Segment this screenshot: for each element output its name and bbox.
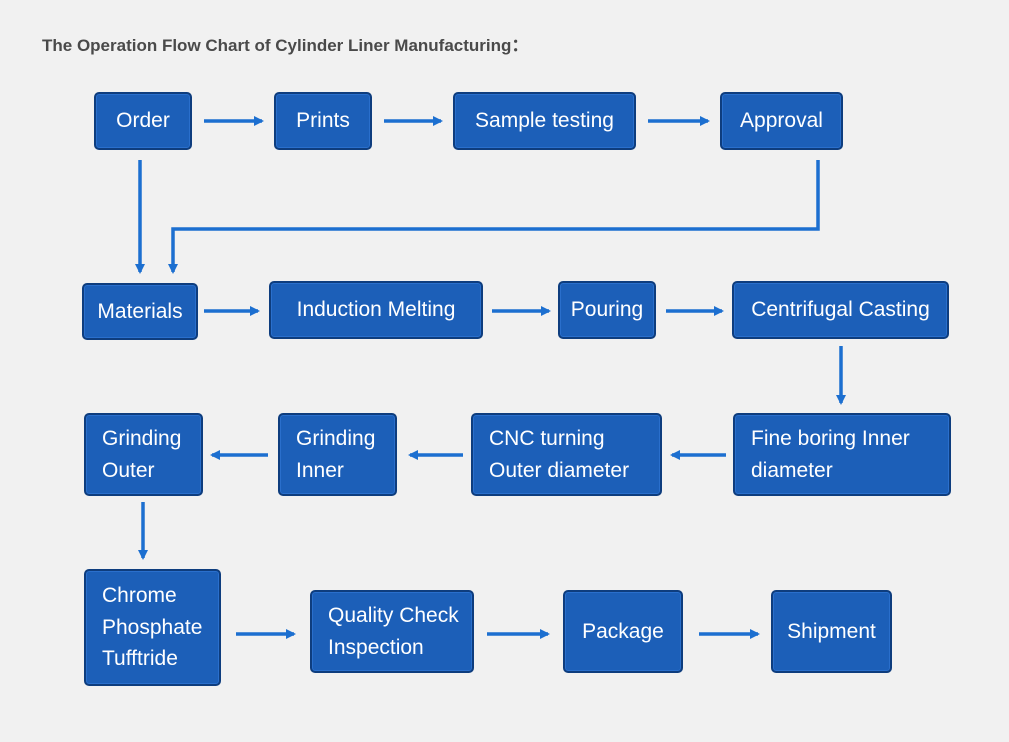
step-package: Package: [563, 590, 683, 673]
step-package-label: Package: [582, 619, 664, 643]
step-materials-label: Materials: [97, 299, 183, 323]
step-prints-label: Prints: [296, 109, 350, 133]
step-pouring: Pouring: [558, 281, 656, 339]
arrow-approval-to-materials: [168, 160, 820, 274]
step-sample-testing-label: Sample testing: [475, 109, 614, 133]
step-induction-melting-label: Induction Melting: [296, 298, 456, 322]
page-title: The Operation Flow Chart of Cylinder Lin…: [42, 36, 529, 55]
step-chrome-label: Chrome Phosphate Tufftride: [102, 584, 203, 671]
step-order-label: Order: [116, 109, 170, 133]
step-centrifugal-casting-label: Centrifugal Casting: [751, 298, 930, 322]
step-cnc-turning-label: CNC turning Outer diameter: [489, 427, 630, 482]
step-approval-label: Approval: [740, 109, 823, 133]
step-grinding-outer-label: Grinding Outer: [102, 427, 182, 482]
step-shipment-label: Shipment: [787, 619, 876, 643]
step-grinding-inner-label: Grinding Inner: [296, 427, 376, 482]
step-prints: Prints: [274, 92, 372, 150]
step-fine-boring-label: Fine boring Inner diameter: [751, 427, 910, 482]
step-grinding-inner: Grinding Inner: [278, 413, 397, 496]
step-shipment: Shipment: [771, 590, 892, 673]
step-order: Order: [94, 92, 192, 150]
step-cnc-turning: CNC turning Outer diameter: [471, 413, 662, 496]
step-chrome-phosphate-tufftride: Chrome Phosphate Tufftride: [84, 569, 221, 686]
step-quality-check: Quality Check Inspection: [310, 590, 474, 673]
step-pouring-label: Pouring: [570, 298, 644, 322]
step-sample-testing: Sample testing: [453, 92, 636, 150]
step-grinding-outer: Grinding Outer: [84, 413, 203, 496]
step-materials: Materials: [82, 283, 198, 340]
step-induction-melting: Induction Melting: [269, 281, 483, 339]
step-approval: Approval: [720, 92, 843, 150]
step-centrifugal-casting: Centrifugal Casting: [732, 281, 949, 339]
step-quality-check-label: Quality Check Inspection: [328, 604, 459, 659]
step-fine-boring: Fine boring Inner diameter: [733, 413, 951, 496]
